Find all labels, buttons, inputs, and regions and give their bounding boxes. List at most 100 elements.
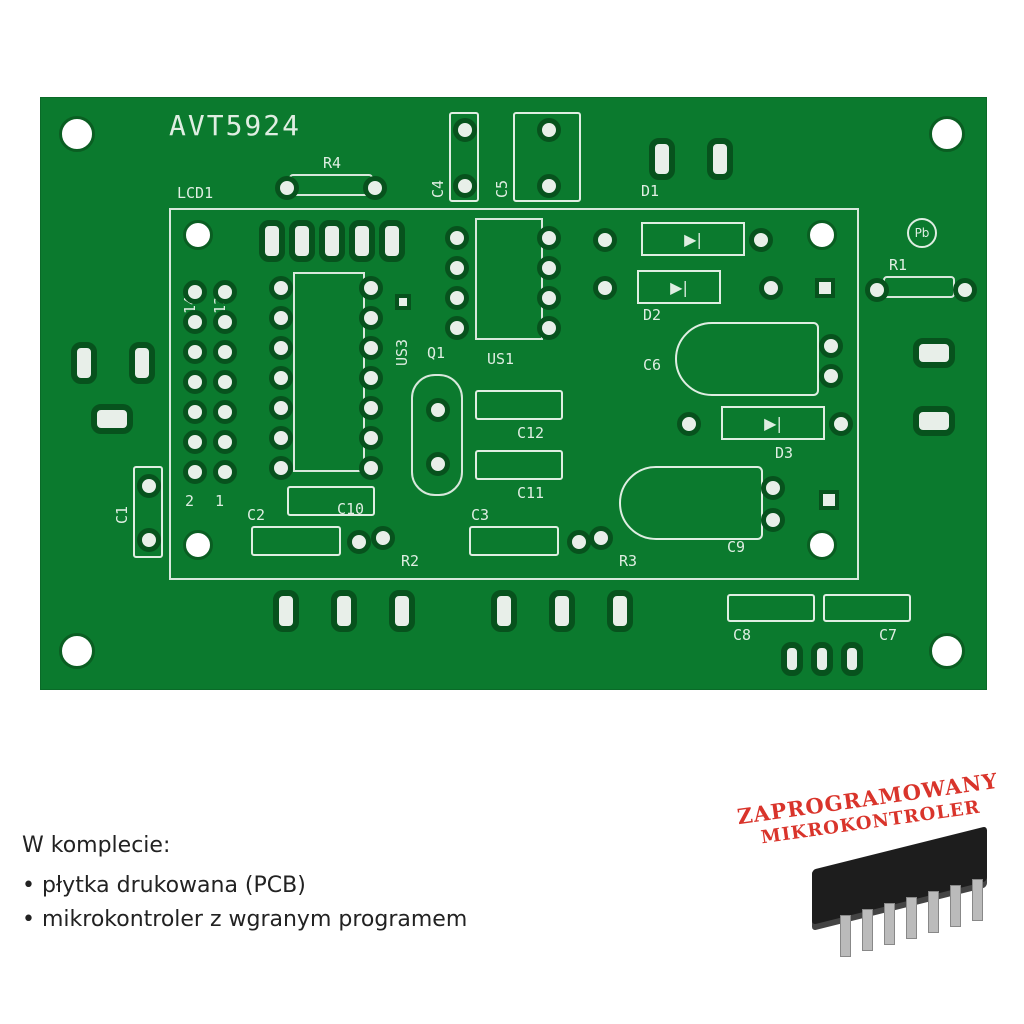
lead-free-mark: Pb: [907, 218, 937, 248]
label-c3: C3: [471, 506, 490, 524]
pad: [213, 370, 237, 394]
lcd-hole: [183, 530, 213, 560]
mounting-hole: [59, 116, 95, 152]
oval-pad: [389, 590, 415, 632]
oval-pad: [549, 590, 575, 632]
c11-outline: [475, 450, 563, 480]
oval-pad: [331, 590, 357, 632]
pad: [445, 286, 469, 310]
pad: [445, 316, 469, 340]
oval-pad: [71, 342, 97, 384]
c10-outline: [287, 486, 375, 516]
pad: [213, 430, 237, 454]
square-pad: [395, 294, 411, 310]
label-pin2: 2: [185, 492, 195, 510]
c4-outline: [449, 112, 479, 202]
lcd-outline: [169, 208, 859, 580]
r1-outline: [883, 276, 955, 298]
label-us1: US1: [487, 350, 515, 368]
oval-pad: [913, 406, 955, 436]
pad: [359, 366, 383, 390]
pad: [213, 310, 237, 334]
oval-pad: [379, 220, 405, 262]
kit-item: • mikrokontroler z wgranym programem: [22, 907, 468, 932]
c9-outline: [619, 466, 763, 540]
pad: [213, 340, 237, 364]
pad: [537, 174, 561, 198]
pad: [453, 118, 477, 142]
label-d1: D1: [641, 182, 660, 200]
c3-outline: [469, 526, 559, 556]
c6-outline: [675, 322, 819, 396]
oval-pad: [649, 138, 675, 180]
pad: [213, 280, 237, 304]
pad: [445, 226, 469, 250]
oval-pad: [91, 404, 133, 434]
label-c10: C10: [337, 500, 365, 518]
pad: [359, 456, 383, 480]
mounting-hole: [929, 633, 965, 669]
pad: [761, 476, 785, 500]
label-c5: C5: [493, 179, 511, 198]
oval-pad: [289, 220, 315, 262]
r4-outline: [289, 174, 373, 196]
chip-leg: [928, 891, 939, 933]
label-c7: C7: [879, 626, 898, 644]
label-us3: US3: [393, 338, 411, 366]
label-c12: C12: [517, 424, 545, 442]
pad: [137, 474, 161, 498]
label-c8: C8: [733, 626, 752, 644]
label-c9: C9: [727, 538, 746, 556]
pad: [426, 398, 450, 422]
pad: [347, 530, 371, 554]
pad: [749, 228, 773, 252]
pad: [183, 310, 207, 334]
q1-outline: [411, 374, 463, 496]
pad: [359, 426, 383, 450]
label-lcd1: LCD1: [177, 184, 214, 202]
oval-pad: [707, 138, 733, 180]
pad: [537, 316, 561, 340]
d2-outline: ▶|: [637, 270, 721, 304]
pad: [269, 306, 293, 330]
pad: [537, 118, 561, 142]
label-r3: R3: [619, 552, 638, 570]
pad: [426, 452, 450, 476]
pad: [359, 276, 383, 300]
oval-pad: [913, 338, 955, 368]
pad: [269, 336, 293, 360]
chip-leg: [972, 879, 983, 921]
pad: [593, 276, 617, 300]
pad: [213, 400, 237, 424]
pad: [359, 396, 383, 420]
pad: [269, 276, 293, 300]
c2-outline: [251, 526, 341, 556]
pad: [213, 460, 237, 484]
label-r1: R1: [889, 256, 908, 274]
pad: [183, 400, 207, 424]
label-r4: R4: [323, 154, 342, 172]
kit-item: • płytka drukowana (PCB): [22, 873, 306, 898]
pad: [359, 336, 383, 360]
pad: [761, 508, 785, 532]
oval-pad: [841, 642, 863, 676]
pad: [537, 226, 561, 250]
d3-outline: ▶|: [721, 406, 825, 440]
pad: [183, 280, 207, 304]
pad: [453, 174, 477, 198]
pad: [537, 256, 561, 280]
pad: [759, 276, 783, 300]
label-c2: C2: [247, 506, 266, 524]
us3-outline: [293, 272, 365, 472]
chip-leg: [862, 909, 873, 951]
label-c6: C6: [643, 356, 662, 374]
pad: [865, 278, 889, 302]
pad: [183, 340, 207, 364]
pad: [137, 528, 161, 552]
oval-pad: [129, 342, 155, 384]
oval-pad: [273, 590, 299, 632]
pad: [269, 456, 293, 480]
oval-pad: [349, 220, 375, 262]
oval-pad: [811, 642, 833, 676]
pad: [819, 364, 843, 388]
